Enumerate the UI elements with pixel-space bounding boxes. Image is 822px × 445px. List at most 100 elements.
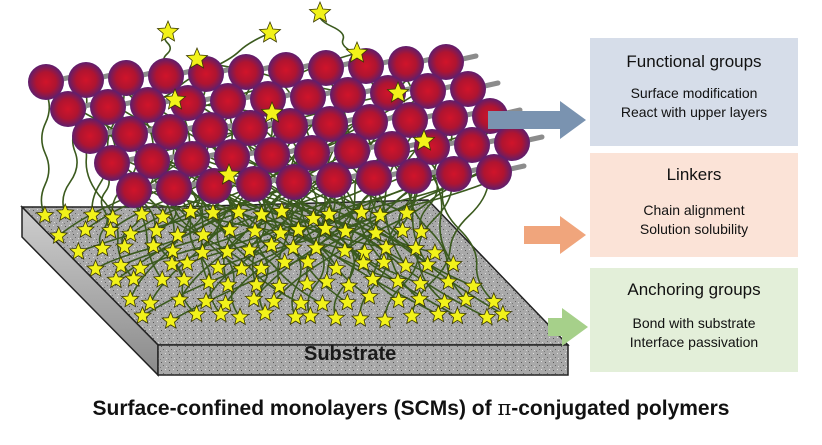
- anchoring-star: [120, 289, 140, 308]
- functional-star: [345, 40, 369, 63]
- linkers-line-1: Chain alignment: [643, 202, 745, 218]
- anchoring-star: [264, 291, 284, 310]
- anchoring-star: [428, 304, 448, 323]
- anchoring-star: [326, 258, 346, 277]
- anchoring-star: [163, 241, 183, 260]
- anchoring-star: [269, 276, 289, 295]
- polymer-bead: [130, 87, 166, 123]
- anchoring-star: [351, 202, 372, 221]
- anchoring-star: [353, 253, 374, 272]
- anchoring-star: [193, 225, 213, 244]
- polymer-bead: [428, 44, 464, 80]
- polymer-bead: [476, 154, 512, 190]
- functional-star: [163, 87, 187, 110]
- anchoring-star: [217, 241, 237, 261]
- anchoring-star: [208, 257, 228, 276]
- anchoring-star: [447, 306, 468, 325]
- anchoring-star: [335, 240, 355, 260]
- polymer-bead: [228, 54, 264, 90]
- functional-star: [156, 19, 180, 42]
- anchoring-star: [124, 268, 144, 288]
- anchoring-star: [199, 272, 219, 291]
- anchoring-star: [55, 202, 75, 222]
- anchoring-star: [397, 203, 417, 222]
- polymer-bead: [236, 166, 272, 202]
- linkers-box: Linkers Chain alignment Solution solubil…: [590, 153, 798, 257]
- functional-star: [185, 46, 209, 69]
- functional-star: [386, 80, 410, 103]
- linker-chain: [411, 181, 490, 317]
- polymer-bead: [454, 127, 490, 163]
- polymer-bead: [214, 139, 250, 175]
- anchoring-star: [297, 274, 317, 293]
- anchoring-star: [477, 307, 497, 326]
- polymer-bead: [276, 164, 312, 200]
- anchoring-star: [133, 305, 153, 325]
- anchoring-star: [174, 269, 194, 289]
- anchoring-star: [370, 205, 390, 224]
- polymer-bead: [352, 104, 388, 140]
- anchoring-star: [335, 221, 356, 240]
- anchoring-star: [337, 292, 357, 311]
- polymer-bead: [334, 133, 370, 169]
- anchoring-star: [100, 220, 120, 239]
- anchoring-star: [68, 241, 88, 260]
- anchoring-star: [283, 237, 303, 256]
- anchoring-star: [411, 221, 431, 241]
- polymer-bead: [28, 64, 64, 100]
- anchoring-star: [146, 220, 167, 239]
- caption-text-end: -conjugated polymers: [511, 397, 730, 420]
- anchoring-star: [438, 271, 459, 291]
- anchoring-star: [317, 271, 337, 291]
- polymer-bead: [308, 50, 344, 86]
- polymer-bead: [436, 156, 472, 192]
- polymer-bead: [250, 81, 286, 117]
- caption-pi-symbol: π: [497, 396, 512, 420]
- linker-chain: [171, 185, 414, 265]
- anchoring-groups-title: Anchoring groups: [627, 280, 761, 299]
- anchoring-star: [244, 289, 264, 308]
- anchoring-star: [410, 273, 430, 292]
- polymer-bead: [396, 158, 432, 194]
- polymer-bead: [312, 106, 348, 142]
- polymer-bead: [174, 141, 210, 177]
- polymer-bead: [50, 91, 86, 127]
- anchoring-star: [388, 271, 408, 290]
- polymer-bead: [94, 145, 130, 181]
- anchoring-star: [303, 208, 324, 227]
- polymer-bead: [272, 108, 308, 144]
- anchoring-star: [103, 207, 123, 227]
- anchoring-star: [140, 293, 160, 312]
- polymer-bead: [294, 135, 330, 171]
- anchoring-groups-box: Anchoring groups Bond with substrate Int…: [590, 268, 798, 372]
- anchoring-star: [484, 291, 504, 310]
- polymer-backbone-layer: [28, 44, 545, 208]
- anchoring-star: [245, 221, 265, 240]
- anchoring-star: [366, 223, 386, 242]
- anchoring-star: [434, 292, 455, 311]
- polymer-bead: [116, 172, 152, 208]
- anchoring-star: [92, 238, 113, 257]
- anchoring-star: [425, 242, 445, 262]
- anchoring-star: [161, 310, 181, 330]
- polymer-bead: [410, 73, 446, 109]
- polymer-bead: [356, 160, 392, 196]
- anchoring-star: [463, 276, 484, 295]
- anchoring-star: [339, 275, 359, 295]
- polymer-bead: [494, 125, 530, 161]
- anchoring-star: [456, 289, 476, 308]
- anchoring-star: [82, 205, 103, 224]
- functional-line-1: Surface modification: [630, 85, 758, 101]
- anchoring-star: [177, 253, 197, 272]
- anchoring-line-1: Bond with substrate: [632, 315, 756, 331]
- polymer-bead: [72, 118, 108, 154]
- linkers-title: Linkers: [666, 165, 722, 184]
- polymer-bead: [254, 137, 290, 173]
- polymer-bead: [268, 52, 304, 88]
- anchoring-star: [230, 307, 250, 326]
- anchoring-star: [180, 201, 201, 220]
- anchoring-star: [326, 308, 346, 327]
- polymer-bead: [170, 85, 206, 121]
- anchoring-star: [315, 218, 336, 237]
- anchoring-star: [319, 204, 339, 223]
